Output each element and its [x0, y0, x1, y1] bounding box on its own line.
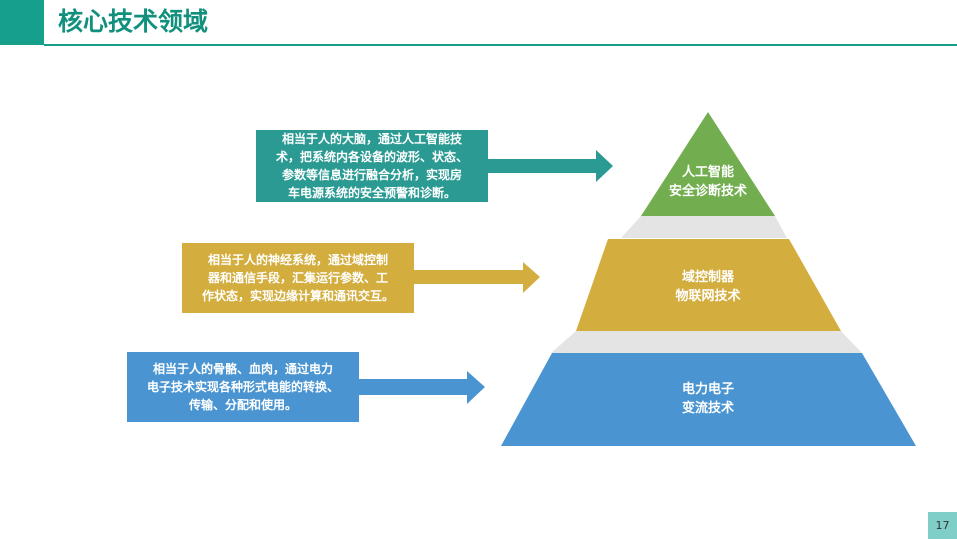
- tier-label-line: 电力电子: [681, 382, 734, 397]
- pyramid-tier-top: [641, 112, 775, 216]
- description-line: 相当于人的大脑，通过人工智能技: [281, 132, 462, 146]
- tier-label-line: 域控制器: [681, 270, 734, 285]
- tier-label-line: 人工智能: [681, 165, 734, 180]
- description-line: 相当于人的神经系统，通过域控制: [207, 253, 388, 267]
- pyramid-connector-top: [621, 216, 787, 238]
- description-line: 作状态，实现边缘计算和通讯交互。: [201, 289, 394, 303]
- description-power-electronics-box: 相当于人的骨骼、血肉，通过电力 电子技术实现各种形式电能的转换、 传输、分配和使…: [127, 352, 359, 422]
- description-line: 术，把系统内各设备的波形、状态、: [275, 150, 468, 164]
- description-line: 器和通信手段，汇集运行参数、工: [207, 271, 388, 285]
- pyramid-connector-middle: [551, 331, 862, 353]
- description-domain-controller-box: 相当于人的神经系统，通过域控制 器和通信手段，汇集运行参数、工 作状态，实现边缘…: [182, 243, 414, 313]
- pyramid-tier-bottom-label: 电力电子 变流技术: [628, 380, 788, 418]
- description-line: 相当于人的骨骼、血肉，通过电力: [152, 362, 333, 376]
- pyramid-tier-bottom: [501, 353, 916, 446]
- arrow-right-icon: [359, 371, 485, 404]
- pyramid-tier-middle: [576, 239, 841, 331]
- description-line: 传输、分配和使用。: [188, 398, 297, 412]
- tier-label-line: 变流技术: [681, 401, 734, 416]
- pyramid-tier-top-label: 人工智能 安全诊断技术: [655, 163, 761, 201]
- title-underline: [44, 44, 957, 46]
- page-title: 核心技术领域: [58, 7, 209, 36]
- arrow-right-icon: [488, 150, 613, 182]
- title-accent-bar: [0, 0, 44, 45]
- description-line: 参数等信息进行融合分析，实现房: [281, 168, 462, 182]
- arrow-right-icon: [414, 262, 540, 293]
- tier-label-line: 物联网技术: [675, 289, 741, 304]
- description-ai-box: 相当于人的大脑，通过人工智能技 术，把系统内各设备的波形、状态、 参数等信息进行…: [256, 130, 488, 202]
- tier-label-line: 安全诊断技术: [668, 184, 747, 199]
- page-number: 17: [928, 512, 957, 539]
- description-line: 电子技术实现各种形式电能的转换、: [146, 380, 339, 394]
- description-line: 车电源系统的安全预警和诊断。: [287, 186, 456, 200]
- pyramid-tier-middle-label: 域控制器 物联网技术: [628, 268, 788, 306]
